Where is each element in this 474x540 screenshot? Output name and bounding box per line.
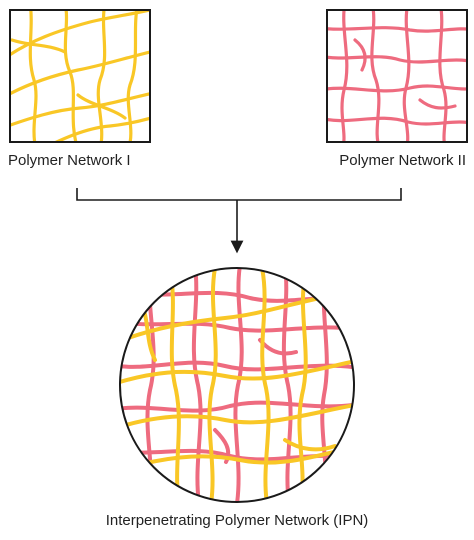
connector-bracket [76, 188, 402, 201]
network-one-frame [9, 9, 151, 143]
network-two-panel [326, 9, 468, 143]
network-one-panel [9, 9, 151, 143]
ipn-yellow-strands [120, 268, 354, 502]
network-one-strands [10, 10, 150, 142]
merge-connector [76, 188, 402, 254]
ipn-pink-strands [120, 268, 354, 502]
network-two-strands [327, 10, 467, 142]
network-two-label: Polymer Network II [339, 152, 466, 169]
network-two-frame [326, 9, 468, 143]
ipn-panel [119, 267, 355, 503]
network-one-label: Polymer Network I [8, 152, 131, 169]
ipn-frame [119, 267, 355, 503]
ipn-label: Interpenetrating Polymer Network (IPN) [105, 512, 369, 529]
